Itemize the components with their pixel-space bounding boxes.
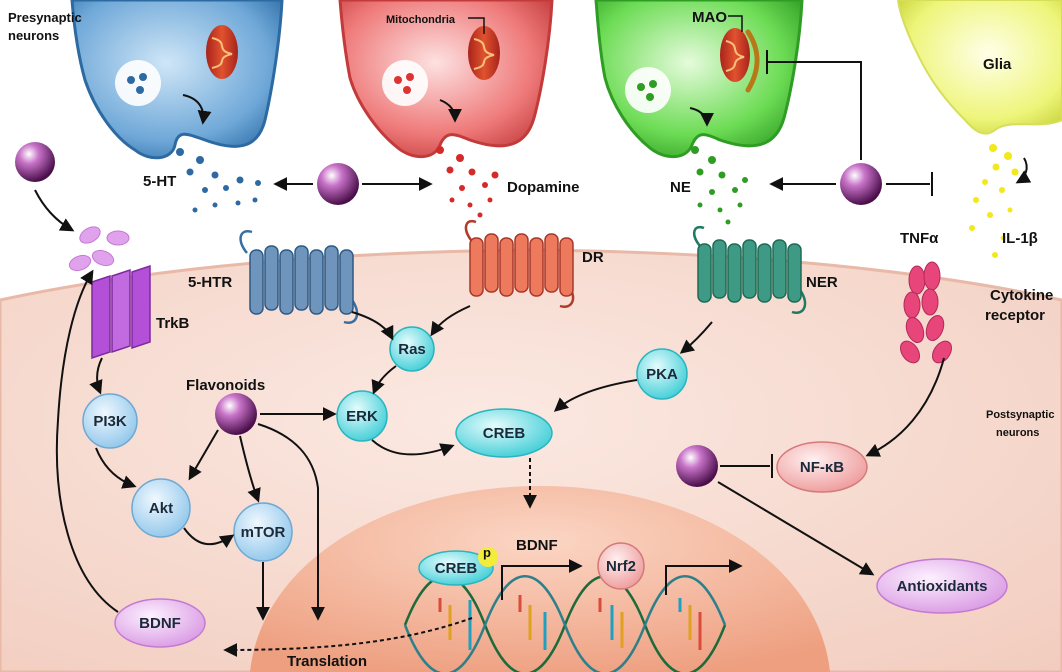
bdnf-node: BDNF: [114, 598, 206, 648]
presynaptic-label-line2: neurons: [8, 28, 59, 43]
nrf2-node: Nrf2: [597, 542, 645, 590]
ne-receptor: [692, 225, 807, 315]
svg-text:PI3K: PI3K: [93, 413, 127, 430]
glia-label: Glia: [983, 56, 1012, 73]
trkb-label: TrkB: [156, 315, 190, 332]
dopamine-label: Dopamine: [507, 179, 580, 196]
svg-text:ERK: ERK: [346, 408, 378, 425]
mao-label: MAO: [692, 9, 727, 26]
dopamine-molecules: [436, 146, 499, 218]
phospho-label: p: [483, 545, 491, 560]
svg-text:Ras: Ras: [398, 341, 426, 358]
tnfa-label: TNFα: [900, 230, 939, 247]
serotonin-receptor: [239, 229, 359, 325]
postsynaptic-label-line2: neurons: [996, 427, 1039, 439]
flavonoid-topleft: [15, 142, 55, 182]
flavonoid-molecules: [15, 142, 882, 487]
mao-pointer: [728, 15, 743, 32]
svg-text:Akt: Akt: [149, 500, 173, 517]
flavonoids-label: Flavonoids: [186, 377, 265, 394]
svg-text:NF-κB: NF-κB: [800, 459, 844, 476]
bdnf-ligands: [68, 226, 130, 272]
cytokine-receptor: [899, 261, 953, 364]
flavonoid-nfkb: [676, 445, 718, 487]
dopamine-receptor-label: DR: [582, 249, 604, 266]
glia-cell: [896, 0, 1062, 135]
serotonin-molecules: [176, 148, 261, 213]
akt-node: Akt: [131, 478, 191, 538]
pi3k-node: PI3K: [82, 393, 138, 449]
serotonin-label: 5-HT: [143, 173, 176, 190]
svg-text:PKA: PKA: [646, 366, 678, 383]
dopamine-presynaptic-neuron: [338, 0, 554, 159]
pathway-arrows: [34, 50, 1032, 657]
ne-receptor-label: NER: [806, 274, 838, 291]
antioxidants-node: Antioxidants: [876, 558, 1008, 614]
svg-text:mTOR: mTOR: [241, 524, 286, 541]
cytokine-molecules: [969, 144, 1019, 258]
cytokine-receptor-label-line2: receptor: [985, 307, 1045, 324]
norepinephrine-presynaptic-neuron: [594, 0, 804, 159]
creb-node: CREB: [455, 408, 553, 458]
svg-text:CREB: CREB: [483, 425, 526, 442]
ras-node: Ras: [389, 326, 435, 372]
svg-text:Nrf2: Nrf2: [606, 558, 636, 575]
mao-enzyme: [745, 29, 760, 93]
cytokine-receptor-label-line1: Cytokine: [990, 287, 1053, 304]
translation-label: Translation: [287, 653, 367, 670]
nucleus: [250, 486, 830, 672]
il1b-label: IL-1β: [1002, 230, 1038, 247]
flavonoid-serotonin-dopamine: [317, 163, 359, 205]
serotonin-presynaptic-neuron: [70, 0, 284, 160]
bdnf-gene-label: BDNF: [516, 537, 558, 554]
pka-node: PKA: [636, 348, 688, 400]
presynaptic-label-line1: Presynaptic: [8, 10, 82, 25]
flavonoid-center: [215, 393, 257, 435]
svg-text:BDNF: BDNF: [139, 615, 181, 632]
nfkb-node: NF-κB: [776, 441, 868, 493]
dopamine-receptor: [464, 219, 575, 309]
svg-text:CREB: CREB: [435, 560, 478, 577]
flavonoid-ne-glia: [840, 163, 882, 205]
serotonin-receptor-label: 5-HTR: [188, 274, 232, 291]
svg-text:Antioxidants: Antioxidants: [897, 578, 988, 595]
erk-node: ERK: [336, 390, 388, 442]
postsynaptic-label-line1: Postsynaptic: [986, 409, 1054, 421]
creb-dna-node: CREB p: [418, 545, 498, 586]
mitochondria-label: Mitochondria: [386, 14, 456, 26]
mitochondria-pointer: [468, 17, 485, 34]
trkb-receptor: [91, 264, 151, 360]
ne-label: NE: [670, 179, 691, 196]
mtor-node: mTOR: [233, 502, 293, 562]
ne-molecules: [691, 146, 748, 225]
